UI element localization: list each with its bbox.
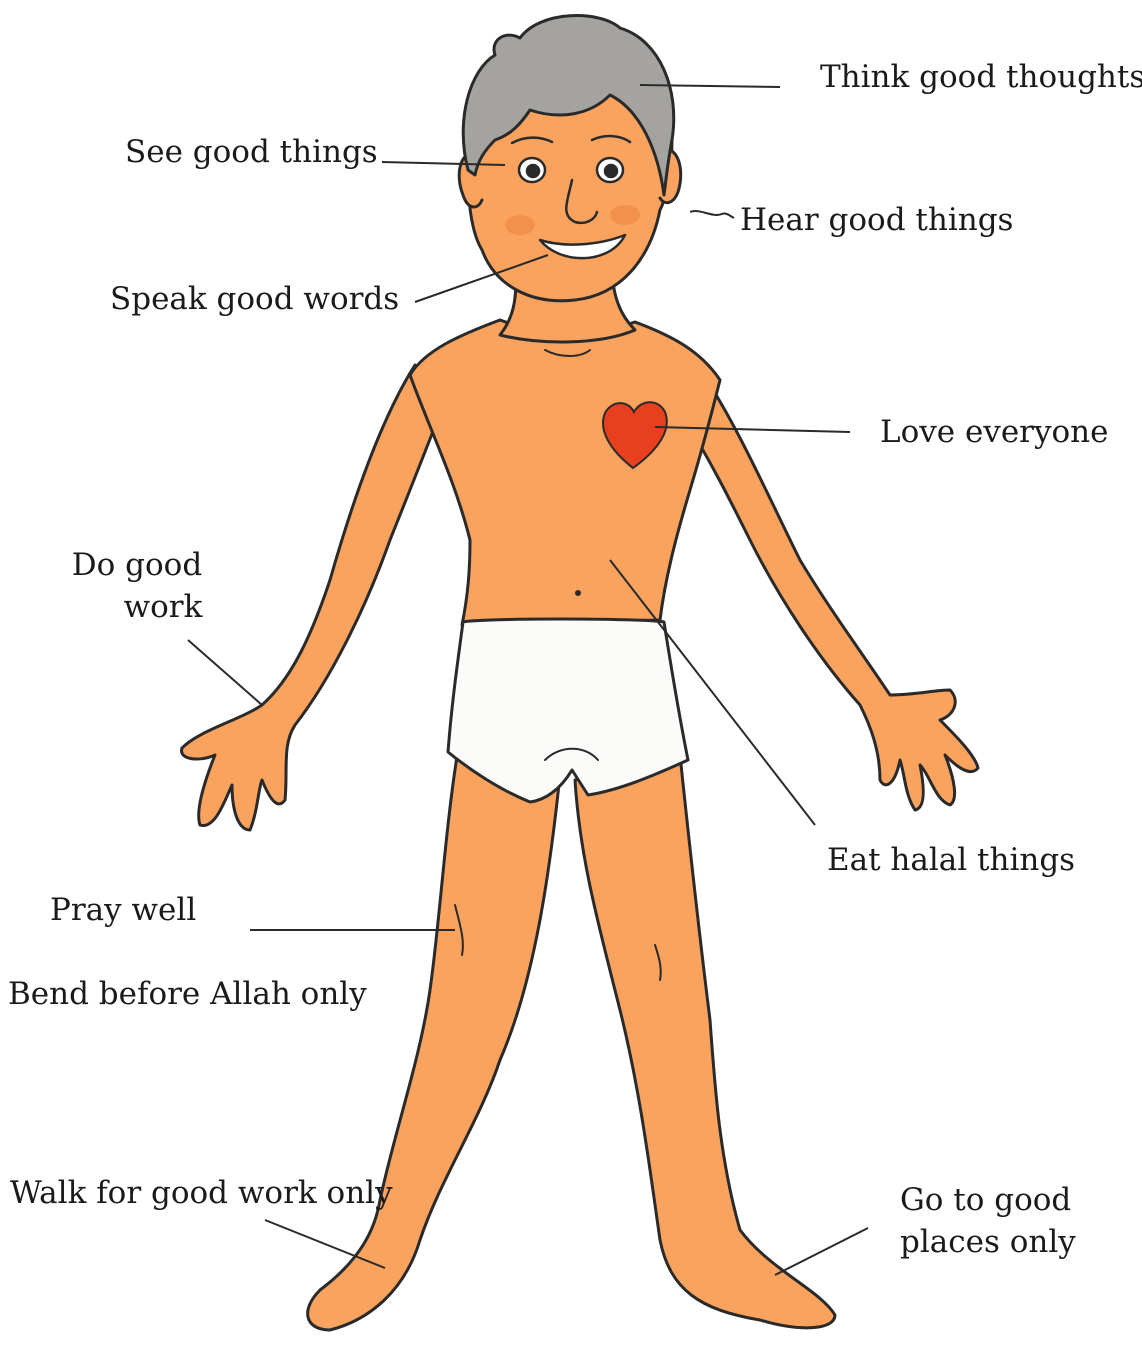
- white-shorts: [448, 619, 688, 802]
- label-do-good-work-line1: Do good: [62, 545, 212, 587]
- label-bend-before-allah: Bend before Allah only: [8, 974, 367, 1016]
- label-do-good-work: Do good work: [62, 545, 212, 629]
- label-pray-well: Pray well: [50, 890, 196, 932]
- left-leg: [308, 750, 560, 1330]
- torso: [410, 320, 720, 625]
- label-go-line2: places only: [900, 1222, 1076, 1264]
- label-walk-for-good-work: Walk for good work only: [10, 1173, 393, 1215]
- right-leg: [575, 755, 835, 1328]
- label-eat-halal-things: Eat halal things: [827, 840, 1075, 882]
- leader-line-hear: [690, 211, 734, 218]
- label-hear-good-things: Hear good things: [740, 200, 1013, 242]
- label-go-line1: Go to good: [900, 1180, 1076, 1222]
- label-do-good-work-line2: work: [62, 587, 212, 629]
- label-love-everyone: Love everyone: [880, 412, 1108, 454]
- label-think-good-thoughts: Think good thoughts: [820, 57, 1142, 99]
- leader-line-go: [775, 1228, 868, 1275]
- label-see-good-things: See good things: [125, 132, 378, 174]
- left-arm: [182, 365, 445, 830]
- label-go-to-good-places: Go to good places only: [900, 1180, 1076, 1264]
- leader-line-do-work: [188, 640, 262, 705]
- label-speak-good-words: Speak good words: [110, 279, 399, 321]
